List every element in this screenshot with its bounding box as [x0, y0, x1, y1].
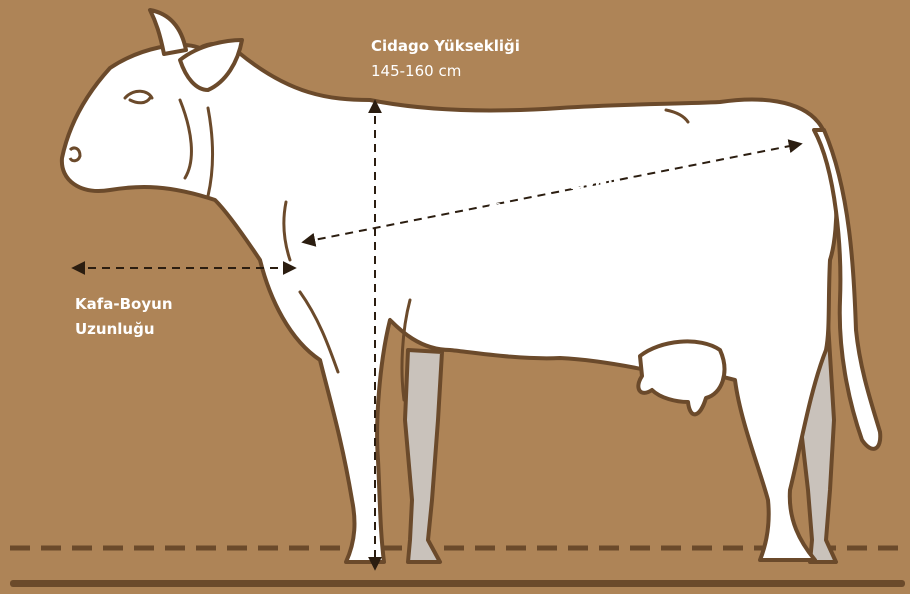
head-neck-title-line1: Kafa-Boyun — [75, 292, 173, 317]
height-label: Cidago Yüksekliği 145-160 cm — [371, 34, 520, 84]
body-length-label: Omuzbaşı-Kuyrukaltı 170-180 cm — [474, 172, 650, 222]
ground-solid-line — [10, 580, 905, 587]
head-neck-label: Kafa-Boyun Uzunluğu — [75, 292, 173, 342]
cow-body — [62, 44, 837, 562]
head-neck-title-line2: Uzunluğu — [75, 317, 173, 342]
body-length-value: 170-180 cm — [474, 197, 650, 222]
cow-udder — [638, 341, 724, 414]
body-length-title: Omuzbaşı-Kuyrukaltı — [474, 172, 650, 197]
height-value: 145-160 cm — [371, 59, 520, 84]
height-title: Cidago Yüksekliği — [371, 34, 520, 59]
